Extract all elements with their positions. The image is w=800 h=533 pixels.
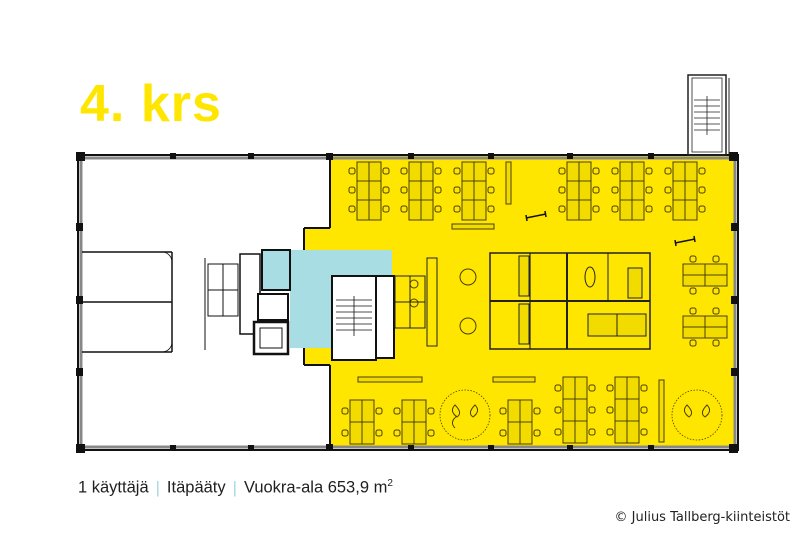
desk-cluster: [349, 399, 375, 445]
desk-cluster: [461, 161, 487, 221]
desk-cluster: [408, 161, 434, 221]
separator: |: [232, 478, 237, 497]
round-tables: [409, 268, 477, 335]
desk-cluster: [356, 161, 382, 221]
desk-cluster: [562, 376, 588, 444]
meeting-rooms: [489, 252, 651, 350]
chairs: [341, 167, 720, 437]
shared-lobby-area: [262, 250, 392, 348]
desk-cluster: [401, 399, 427, 445]
restrooms-east: [394, 257, 438, 347]
floor-summary: 1 käyttäjä | Itäpääty | Vuokra-ala 653,9 m2: [78, 478, 393, 498]
rentable-area: Vuokra-ala 653,9 m: [243, 478, 388, 497]
area-unit-superscript: 2: [387, 478, 393, 489]
workstation-desks: [349, 161, 728, 445]
lounge-seating: [439, 389, 723, 441]
building-core: [207, 155, 395, 448]
west-rooms: [82, 251, 206, 353]
wing-location: Itäpääty: [166, 478, 226, 497]
floor-title: 4. krs: [80, 75, 222, 133]
exterior-stair: [687, 74, 730, 156]
tenant-count: 1 käyttäjä: [78, 478, 149, 497]
desk-cluster: [614, 376, 640, 444]
desk-cluster: [619, 161, 645, 221]
coat-racks: [525, 210, 696, 247]
desk-cluster: [566, 161, 592, 221]
desk-cluster: [672, 161, 698, 221]
desk-cluster: [507, 399, 533, 445]
separator: |: [155, 478, 160, 497]
copyright-notice: © Julius Tallberg-kiinteistöt: [614, 510, 790, 525]
